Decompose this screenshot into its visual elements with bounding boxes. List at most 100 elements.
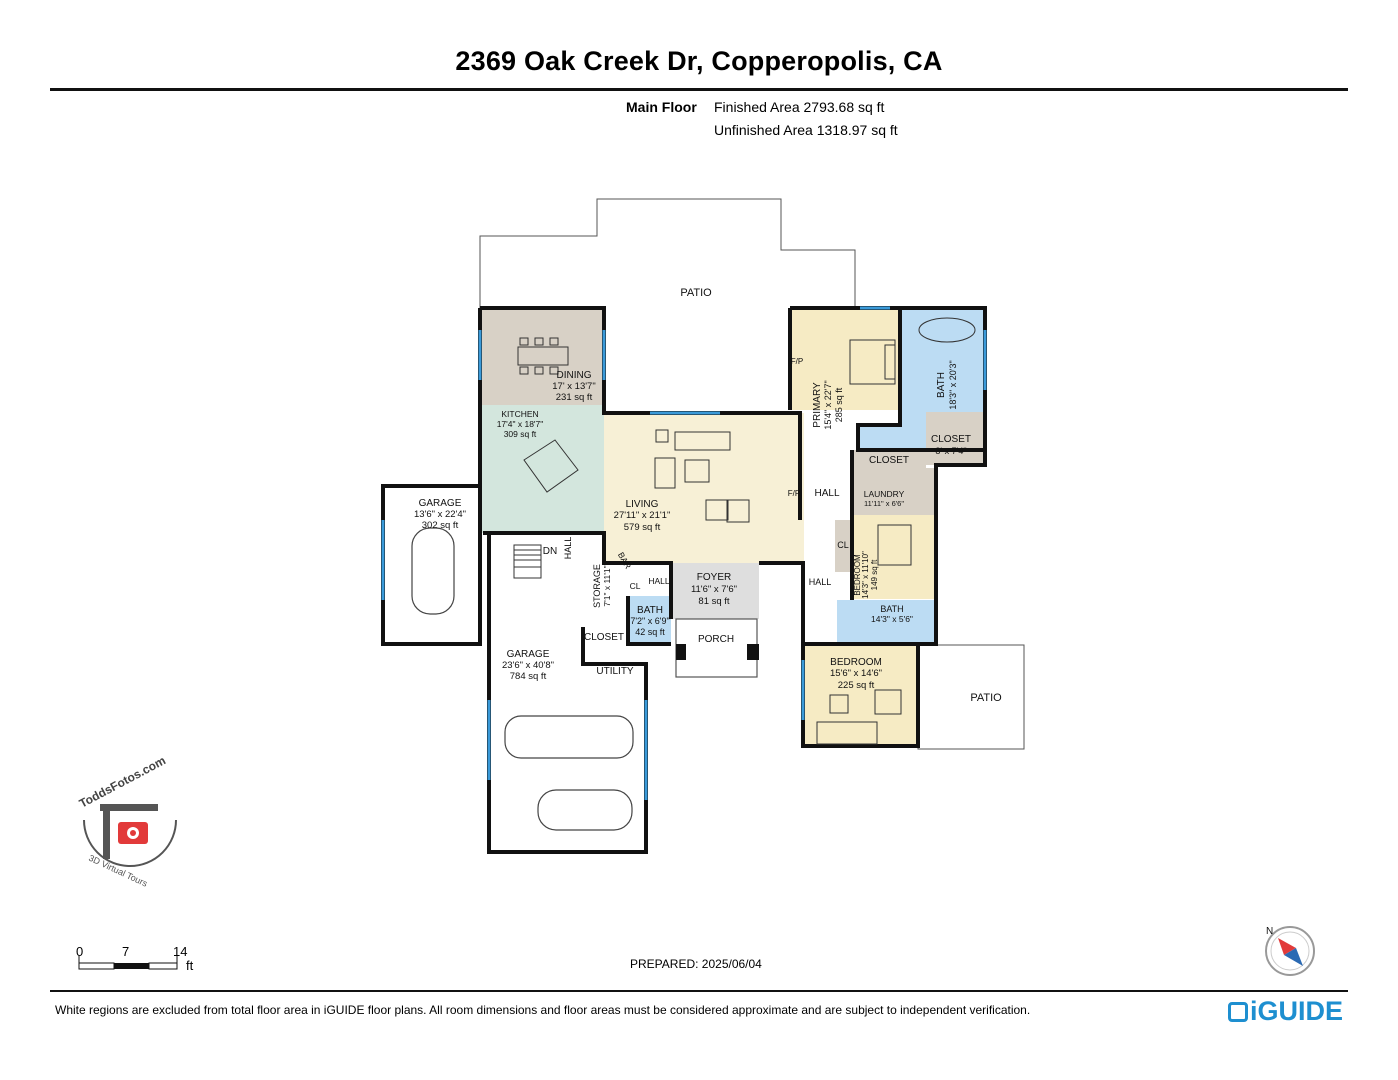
finished-area: Finished Area 2793.68 sq ft	[714, 99, 885, 115]
title-divider	[50, 88, 1348, 91]
kitchen-room	[480, 405, 604, 533]
bath2-dims: 14'3" x 5'6"	[871, 614, 913, 624]
porch-name: PORCH	[698, 634, 734, 645]
closet-mid-name: CLOSET	[869, 455, 909, 466]
closet-primary-name: CLOSET	[931, 434, 971, 445]
bedroom2-name: BEDROOM	[853, 554, 862, 596]
living-sofa-icon	[654, 429, 750, 523]
footer-divider	[50, 990, 1348, 992]
scale-unit: ft	[186, 958, 194, 973]
scale-bar	[78, 956, 178, 970]
garage-small-area: 302 sq ft	[422, 520, 459, 531]
dining-table-icon	[517, 337, 569, 375]
foyer-area: 81 sq ft	[698, 596, 730, 607]
garage-big-dims: 23'6" x 40'8"	[502, 660, 554, 671]
foyer-name: FOYER	[697, 572, 731, 583]
compass-icon: N	[1265, 926, 1315, 976]
kitchen-name: KITCHEN	[501, 409, 538, 419]
logo-icon: ToddsFotos.com 3D Virtual Tours	[77, 753, 177, 889]
kitchen-area: 309 sq ft	[504, 429, 537, 439]
primary-closet-room	[926, 412, 985, 465]
bedroom3-dims: 15'6" x 14'6"	[830, 668, 882, 679]
hall-label-b: HALL	[809, 577, 832, 587]
closet-hall-name: CLOSET	[584, 632, 624, 643]
bath-primary-dims: 18'3" x 20'3"	[948, 360, 958, 409]
kitchen-island-icon	[523, 439, 579, 493]
garage-big-area: 784 sq ft	[510, 671, 547, 682]
car-icon	[411, 527, 634, 831]
cl-label-a: CL	[630, 581, 641, 591]
stairs-icon	[513, 544, 542, 579]
bedroom2-area: 149 sq ft	[870, 559, 879, 590]
cl-label-b: CL	[837, 540, 849, 550]
living-name: LIVING	[626, 499, 659, 510]
utility-name: UTILITY	[596, 666, 634, 677]
scale-tick-7: 7	[122, 944, 130, 959]
bedroom3-name: BEDROOM	[830, 657, 882, 668]
kitchen-dims: 17'4" x 18'7"	[497, 419, 544, 429]
bedroom3-room	[803, 644, 918, 746]
windows	[381, 306, 987, 800]
compass-letter: N	[1266, 926, 1273, 937]
storage-dims: 7'1" x 11'1"	[602, 565, 612, 606]
fp-label-b: F/P	[788, 489, 800, 498]
dn-label: DN	[543, 546, 557, 557]
cl-room	[835, 520, 852, 572]
bed3-sofa-icon	[816, 689, 902, 745]
primary-area: 285 sq ft	[834, 387, 844, 422]
dining-name: DINING	[557, 370, 592, 381]
footer-note: White regions are excluded from total fl…	[55, 1003, 1031, 1017]
floor-label: Main Floor	[626, 99, 697, 115]
bath-half-dims: 7'2" x 6'9"	[630, 616, 669, 626]
laundry-name: LAUNDRY	[864, 489, 905, 499]
bed2-icon	[877, 524, 912, 566]
unfinished-area: Unfinished Area 1318.97 sq ft	[714, 122, 898, 138]
living-area: 579 sq ft	[624, 522, 661, 533]
page-title: 2369 Oak Creek Dr, Copperopolis, CA	[455, 46, 943, 76]
patio-right-label: PATIO	[970, 692, 1002, 704]
living-dims: 27'11" x 21'1"	[614, 510, 671, 521]
scale-tick-14: 14	[173, 944, 188, 959]
dining-room	[480, 308, 604, 405]
bath-half-room	[628, 596, 671, 644]
scale-tick-0: 0	[76, 944, 84, 959]
fp-label-a: F/P	[791, 357, 803, 366]
bath2-name: BATH	[880, 604, 903, 614]
living-room	[604, 413, 804, 563]
patio-top-label: PATIO	[680, 287, 712, 299]
tub-icon	[918, 317, 976, 343]
primary-name: PRIMARY	[812, 382, 823, 428]
hall-label-c: HALL	[648, 576, 670, 586]
dining-area: 231 sq ft	[556, 392, 593, 403]
primary-room	[790, 308, 900, 410]
bedroom2-dims: 14'3" x 11'10"	[861, 551, 870, 599]
closet-mid-room	[852, 450, 926, 468]
bath-half-name: BATH	[637, 605, 663, 616]
prepared-date: PREPARED: 2025/06/04	[630, 957, 762, 971]
bath-primary-name: BATH	[936, 372, 947, 398]
hall-label-d: HALL	[563, 537, 573, 560]
bath2-room	[837, 600, 936, 644]
dining-dims: 17' x 13'7"	[552, 381, 595, 392]
brand-text: iGUIDE	[1250, 996, 1344, 1026]
logo-subtext: 3D Virtual Tours	[87, 853, 149, 889]
brand-logo: iGUIDE	[1228, 996, 1343, 1027]
garage-small-name: GARAGE	[419, 498, 462, 509]
bath-half-area: 42 sq ft	[635, 627, 665, 637]
brand-icon	[1228, 1002, 1248, 1022]
bedroom3-area: 225 sq ft	[838, 680, 875, 691]
porch-post-left	[676, 644, 686, 660]
bedroom2-room	[852, 515, 936, 599]
patio-top-outline	[479, 198, 856, 308]
closet-primary-dims: 8' x 7'4"	[935, 446, 966, 456]
laundry-dims: 11'11" x 6'6"	[864, 499, 904, 508]
hall-label-a: HALL	[814, 488, 839, 499]
porch-area	[675, 618, 758, 678]
storage-name: STORAGE	[592, 564, 602, 608]
porch-post-right	[747, 644, 759, 660]
garage-small-dims: 13'6" x 22'4"	[414, 509, 466, 520]
primary-dims: 15'4" x 22'7"	[823, 380, 833, 429]
logo-text: ToddsFotos.com	[77, 753, 168, 810]
laundry-room	[852, 468, 936, 515]
